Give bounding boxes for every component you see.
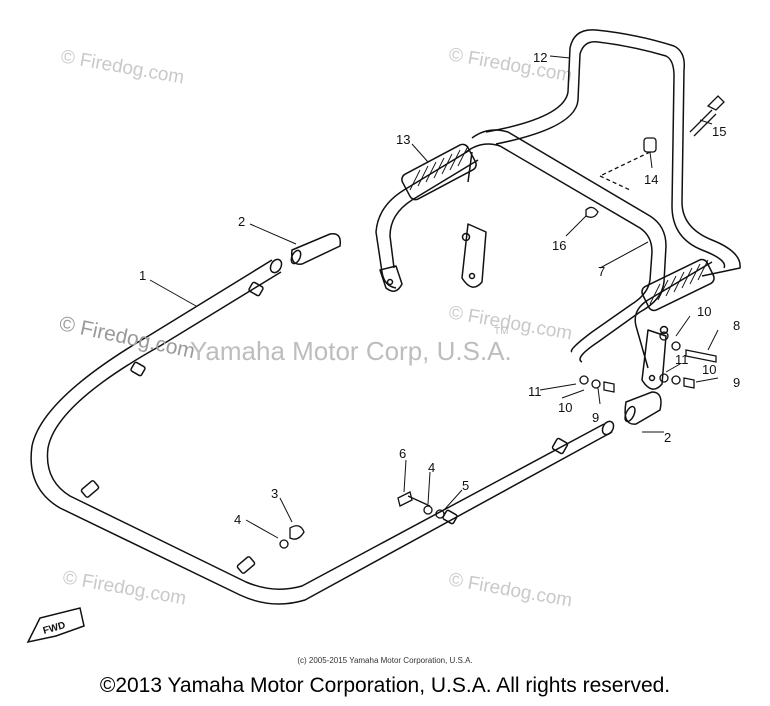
callout-10: 10 <box>558 400 572 415</box>
watermark-tile: © Firedog.com <box>61 567 188 609</box>
callout-leaders <box>149 55 719 539</box>
callout-labels: 1 2 2 3 4 4 5 6 7 8 9 9 10 10 10 11 11 1… <box>139 50 740 527</box>
callout-9: 9 <box>592 410 599 425</box>
fwd-arrow-badge: FWD <box>26 607 85 644</box>
part-7-main-frame <box>465 129 667 363</box>
right-step <box>634 258 715 390</box>
bumper-frame-diagram: © Firedog.com © Firedog.com © Firedog.co… <box>26 29 741 644</box>
watermark-tile: © Firedog.com <box>447 44 574 86</box>
part-3-6-fasteners <box>279 491 445 549</box>
part-8-11-fasteners <box>579 331 717 393</box>
callout-9: 9 <box>733 375 740 390</box>
callout-10: 10 <box>697 304 711 319</box>
part-2-end-caps <box>290 233 662 425</box>
callout-5: 5 <box>462 478 469 493</box>
watermark-tile: © Firedog.com <box>447 569 574 611</box>
fine-print-copyright: (c) 2005-2015 Yamaha Motor Corporation, … <box>297 656 473 665</box>
watermark-tm: TM <box>494 326 509 337</box>
callout-3: 3 <box>271 486 278 501</box>
callout-8: 8 <box>733 318 740 333</box>
callout-11: 11 <box>675 352 689 367</box>
callout-4: 4 <box>428 460 435 475</box>
part-1-front-bumper <box>30 258 615 605</box>
callout-13: 13 <box>396 132 410 147</box>
watermark-tile: © Firedog.com <box>59 46 186 88</box>
callout-1: 1 <box>139 268 146 283</box>
callout-2: 2 <box>238 214 245 229</box>
copyright-line: ©2013 Yamaha Motor Corporation, U.S.A. A… <box>99 674 671 697</box>
callout-11: 11 <box>528 384 542 399</box>
callout-15: 15 <box>712 124 726 139</box>
callout-6: 6 <box>399 446 406 461</box>
part-13-left-step <box>375 143 487 292</box>
part-12-rear-hoop <box>485 29 741 277</box>
watermark-yamaha-center: Yamaha Motor Corp, U.S.A. <box>190 336 512 366</box>
callout-4: 4 <box>234 512 241 527</box>
callout-16: 16 <box>552 238 566 253</box>
part-14-16-fasteners <box>585 95 725 218</box>
callout-10: 10 <box>702 362 716 377</box>
callout-7: 7 <box>598 264 605 279</box>
callout-14: 14 <box>644 172 658 187</box>
callout-2: 2 <box>664 430 671 445</box>
callout-12: 12 <box>533 50 547 65</box>
